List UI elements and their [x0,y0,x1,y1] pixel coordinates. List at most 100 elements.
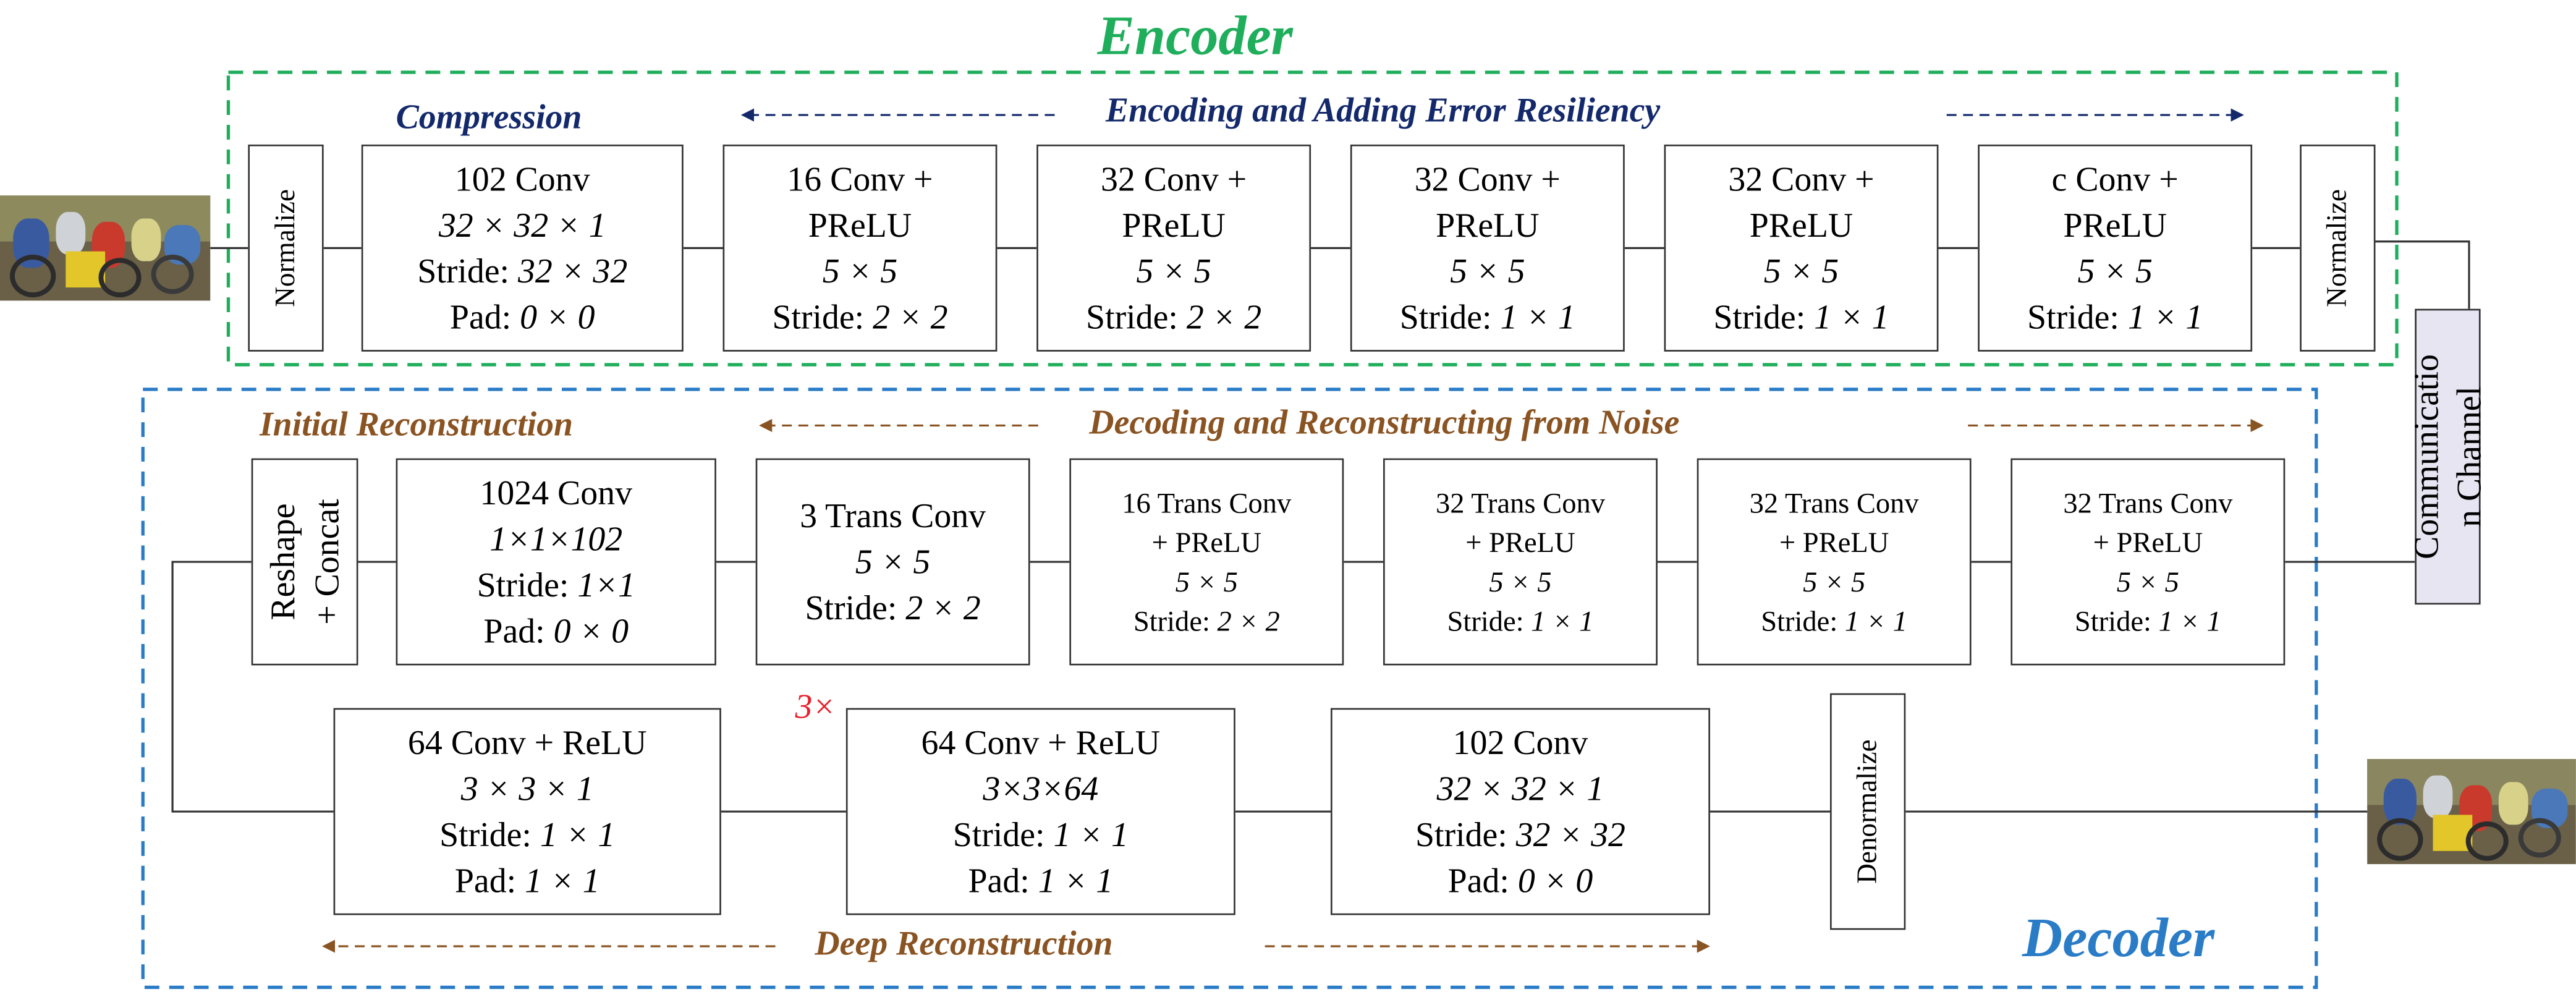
layer-line: 16 Trans Conv [1122,483,1291,522]
layer-line-text: 5 × 5 [1803,565,1866,598]
encoder-frame [226,70,2399,367]
layer-line: 5 × 5 [2117,562,2179,601]
layer-line-text: 64 Conv + ReLU [921,723,1161,763]
layer-line-text: PReLU [1436,205,1540,245]
layer-line-value: 32 × 32 [1515,815,1625,855]
layer-line-text: 102 Conv [1452,723,1588,763]
layer-line: 32 Trans Conv [1436,483,1605,522]
layer-line: PReLU [1750,202,1853,248]
layer-line-text: + PReLU [1151,525,1262,559]
normalize-input-text: Normalize [269,189,301,307]
layer-line: 32 Conv + [1415,156,1561,202]
reshape-concat-block: Reshape + Concat [251,458,358,666]
output-image [2367,758,2576,865]
layer-line-value: 1 × 1 [540,815,616,855]
layer-line-value: 1 × 1 [2127,297,2203,337]
normalize-output-block: Normalize [2300,144,2376,352]
layer-line-text: 5 × 5 [1175,565,1238,598]
layer-line-text: 3 Trans Conv [800,496,986,536]
normalize-input-block: Normalize [248,144,324,352]
layer-line: Pad: 0 × 0 [483,608,629,653]
layer-line: PReLU [808,202,912,248]
layer-line: Stride: 1 × 1 [2075,601,2221,641]
layer-line: 5 × 5 [1176,562,1238,601]
channel-text-line1: Communicatio [2406,354,2446,559]
communication-channel-block: Communicatio n Channel [2407,308,2489,605]
layer-line-text: Stride: [952,815,1054,855]
layer-line-value: 2 × 2 [1186,297,1262,337]
layer-line: 1024 Conv [480,470,632,515]
layer-line-text: Pad: [1447,860,1518,901]
denormalize-block: Denormalize [1830,693,1906,930]
input-image [0,195,211,301]
layer-line-value: 1×1 [577,565,635,605]
layer-line: Stride: 1 × 1 [2027,294,2203,340]
layer-line: 32 Trans Conv [1750,483,1919,522]
layer-line-value: 2 × 2 [1217,604,1280,638]
layer-line-text: 32 Trans Conv [1749,486,1919,519]
layer-line-text: 32 Trans Conv [2063,486,2233,519]
layer-line-text: Stride: [477,565,578,605]
layer-line: PReLU [1436,202,1539,248]
layer-line-text: Stride: [439,815,540,855]
layer-line-value: 0 × 0 [553,611,629,651]
channel-text-line2: n Channel [2449,386,2489,527]
layer-line-text: 32 Conv + [1728,159,1875,199]
layer-line: Stride: 32 × 32 [1415,812,1625,857]
layer-line-text: 1×1×102 [489,519,623,559]
layer-line: 32 Conv + [1101,156,1247,202]
layer-line: 5 × 5 [1489,562,1551,601]
layer-line-text: 5 × 5 [2077,251,2153,291]
layer-line: 3 Trans Conv [800,493,986,538]
layer-line-text: + PReLU [1465,525,1575,559]
layer-line-text: Pad: [454,860,525,901]
layer-line-text: PReLU [808,205,912,245]
layer-line: 5 × 5 [1803,562,1865,601]
layer-line-text: PReLU [1122,205,1226,245]
encoder-title: Encoder [1097,6,1293,67]
span-arrows [321,108,2264,953]
resiliency-label: Encoding and Adding Error Resiliency [1105,90,1661,130]
layer-line-text: Pad: [483,611,554,651]
layer-line: 64 Conv + ReLU [922,719,1161,765]
layer-line: 5 × 5 [2077,248,2152,294]
layer-line-text: 102 Conv [454,159,590,199]
layer-line-text: + PReLU [1779,525,1889,559]
layer-line: 5 × 5 [1136,248,1211,294]
layer-line: + PReLU [1465,522,1575,562]
layer-line-value: 1 × 1 [1531,604,1594,638]
layer-line-text: 5 × 5 [1450,251,1525,291]
decoder-connectors [171,561,2368,813]
layer-line: 32 × 32 × 1 [1437,766,1604,812]
layer-line: Stride: 2 × 2 [772,294,947,340]
layer-line-text: Stride: [2074,604,2159,638]
layer-line-text: PReLU [2063,205,2167,245]
layer-line-text: 5 × 5 [1136,251,1211,291]
layer-line: Pad: 0 × 0 [450,294,595,340]
layer-line: Stride: 1 × 1 [1447,601,1594,641]
layer-line: 102 Conv [1453,719,1588,765]
layer-line: 1×1×102 [489,516,622,562]
layer-line: Stride: 1 × 1 [1761,601,1907,641]
decoder-frame [141,388,2318,990]
layer-line: 5 × 5 [1764,248,1839,294]
layer-line: Stride: 1×1 [477,562,635,608]
layer-line: PReLU [2063,202,2166,248]
layer-line-text: 5 × 5 [822,251,898,291]
layer-line-text: c Conv + [2051,159,2179,199]
layer-line: 5 × 5 [823,248,897,294]
reshape-text-line2: + Concat [306,499,346,625]
layer-line-text: Stride: [2027,297,2128,337]
layer-line-text: 32 Conv + [1414,159,1561,199]
